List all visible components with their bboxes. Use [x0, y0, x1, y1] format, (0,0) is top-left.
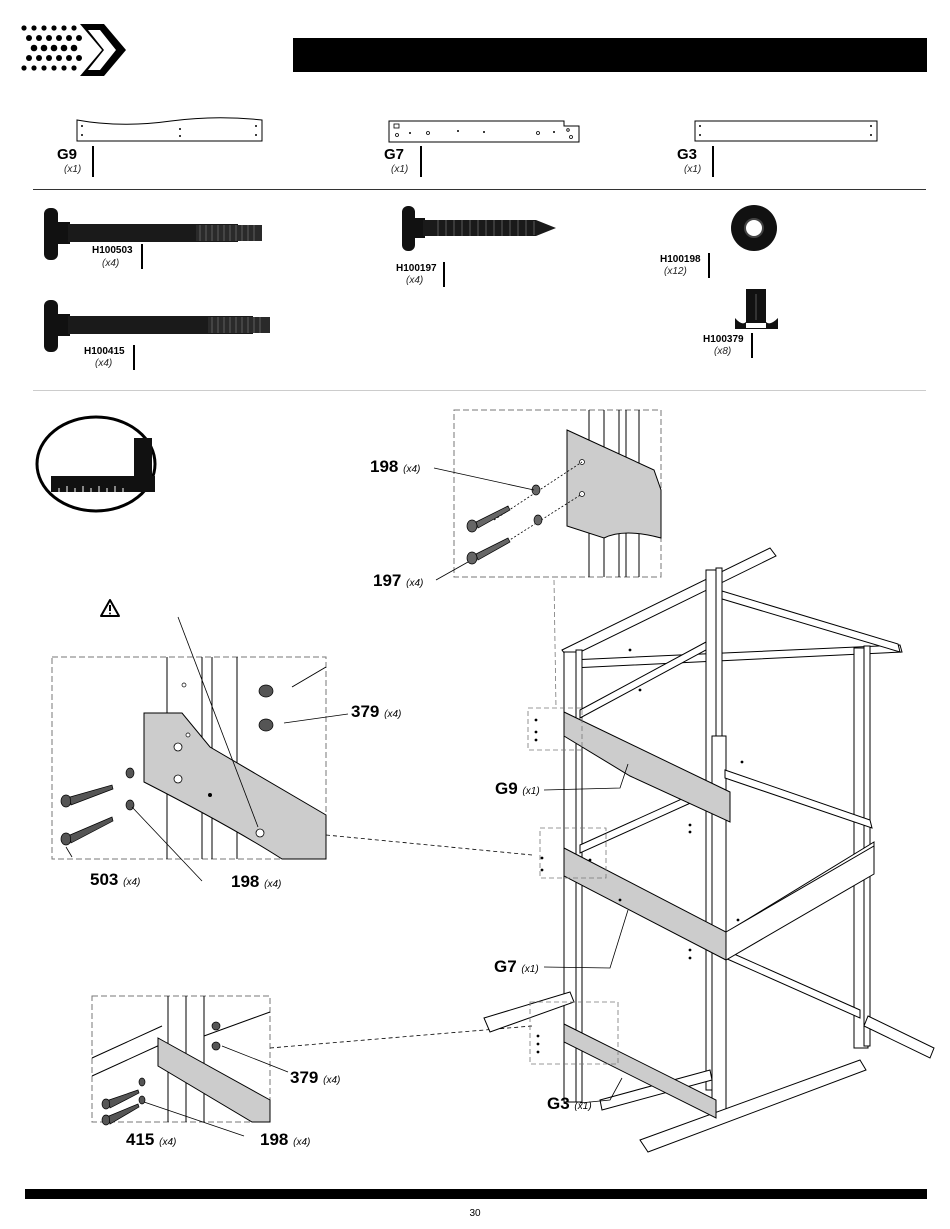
part-g3-code: G3: [677, 146, 697, 163]
square-tool-icon: [34, 414, 160, 514]
bolt-h100415-drawing: [40, 298, 275, 354]
callout-197-qty: (x4): [406, 578, 423, 589]
brand-chevron-logo: [20, 24, 130, 80]
warning-icon: [100, 599, 120, 617]
detail-bottom-inset: [92, 996, 272, 1126]
hw-h100197-tick: [443, 262, 445, 287]
part-g7-tick: [420, 146, 422, 177]
frame-assembly-drawing: [480, 540, 940, 1185]
hw-h100415-tick: [133, 345, 135, 370]
callout-503-num: 503: [90, 870, 118, 889]
part-g7-code: G7: [384, 146, 404, 163]
hw-h100198-code: H100198: [660, 254, 701, 265]
callout-198-bot-qty: (x4): [293, 1137, 310, 1148]
hw-h100415-code: H100415: [84, 346, 125, 357]
callout-198-mid-num: 198: [231, 872, 259, 891]
part-g7-drawing: [388, 120, 580, 144]
hw-h100415-qty: (x4): [95, 358, 112, 369]
hw-h100379-code: H100379: [703, 334, 744, 345]
hw-h100503-tick: [141, 244, 143, 269]
part-g9-tick: [92, 146, 94, 177]
callout-g7-qty: (x1): [521, 964, 538, 975]
callout-503: 503 (x4): [90, 870, 140, 890]
callout-198-bot: 198 (x4): [260, 1130, 310, 1150]
callout-198-bot-num: 198: [260, 1130, 288, 1149]
hw-h100197-code: H100197: [396, 263, 437, 274]
callout-379-bot-num: 379: [290, 1068, 318, 1087]
part-g7-qty: (x1): [391, 164, 408, 175]
callout-379-bot-qty: (x4): [323, 1075, 340, 1086]
divider-hardware: [33, 390, 926, 391]
divider-parts: [33, 189, 926, 190]
part-g9-code: G9: [57, 146, 77, 163]
callout-379-mid-qty: (x4): [384, 709, 401, 720]
callout-198-top: 198 (x4): [370, 457, 420, 477]
callout-g9-qty: (x1): [522, 786, 539, 797]
bolt-h100503-drawing: [40, 206, 265, 262]
callout-g3-num: G3: [547, 1094, 570, 1113]
callout-198-mid-qty: (x4): [264, 879, 281, 890]
hw-h100503-qty: (x4): [102, 258, 119, 269]
callout-379-mid: 379 (x4): [351, 702, 401, 722]
callout-415-qty: (x4): [159, 1137, 176, 1148]
hw-h100198-qty: (x12): [664, 266, 687, 277]
callout-415: 415 (x4): [126, 1130, 176, 1150]
callout-197-num: 197: [373, 571, 401, 590]
detail-middle-inset: [52, 657, 332, 862]
washer-h100198-drawing: [730, 204, 778, 252]
callout-g3-qty: (x1): [574, 1101, 591, 1112]
callout-g3: G3 (x1): [547, 1094, 592, 1114]
part-g9-qty: (x1): [64, 164, 81, 175]
page-number: 30: [0, 1208, 950, 1219]
callout-415-num: 415: [126, 1130, 154, 1149]
callout-g9: G9 (x1): [495, 779, 540, 799]
callout-197: 197 (x4): [373, 571, 423, 591]
footer-bar: [25, 1189, 927, 1199]
part-g9-drawing: [76, 118, 266, 144]
callout-379-mid-num: 379: [351, 702, 379, 721]
callout-198-top-qty: (x4): [403, 464, 420, 475]
hw-h100198-tick: [708, 253, 710, 278]
callout-g9-num: G9: [495, 779, 518, 798]
callout-g7-num: G7: [494, 957, 517, 976]
tnut-h100379-drawing: [734, 288, 780, 330]
callout-198-top-num: 198: [370, 457, 398, 476]
hw-h100503-code: H100503: [92, 245, 133, 256]
part-g3-qty: (x1): [684, 164, 701, 175]
callout-g7: G7 (x1): [494, 957, 539, 977]
callout-379-bot: 379 (x4): [290, 1068, 340, 1088]
screw-h100197-drawing: [398, 204, 560, 254]
part-g3-drawing: [694, 120, 880, 142]
part-g3-tick: [712, 146, 714, 177]
hw-h100197-qty: (x4): [406, 275, 423, 286]
callout-198-mid: 198 (x4): [231, 872, 281, 892]
hw-h100379-tick: [751, 333, 753, 358]
callout-503-qty: (x4): [123, 877, 140, 888]
hw-h100379-qty: (x8): [714, 346, 731, 357]
title-bar: [293, 38, 927, 72]
